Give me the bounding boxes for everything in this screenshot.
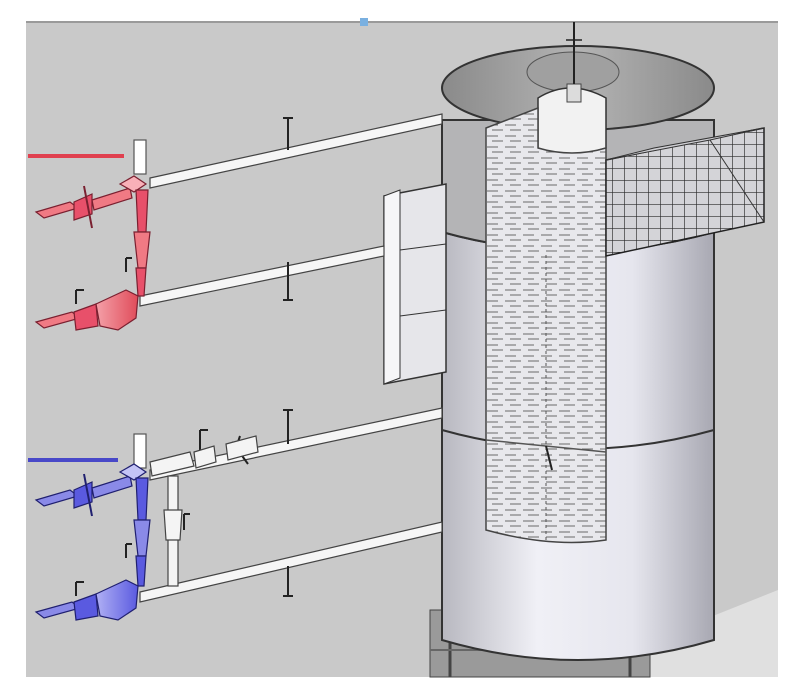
- pipe-cold-upper: [149, 407, 443, 481]
- pipe-hot-upper: [149, 113, 443, 189]
- selection-handle: [360, 18, 368, 26]
- pipe-hot-lower: [139, 245, 385, 307]
- bypass-fittings: [149, 435, 259, 587]
- pipe-cold-lower: [139, 521, 443, 603]
- mesh-cage: [605, 127, 765, 257]
- pipe-runs: [139, 113, 443, 603]
- cold-valve-assembly: [34, 433, 151, 621]
- coil-cutaway: [485, 106, 607, 544]
- pipe-gauges: [199, 117, 293, 597]
- cold-pump-icon: [95, 579, 139, 621]
- side-junction-box: [383, 183, 447, 385]
- hot-pump-icon: [95, 289, 139, 331]
- hot-valve-assembly: [34, 139, 151, 331]
